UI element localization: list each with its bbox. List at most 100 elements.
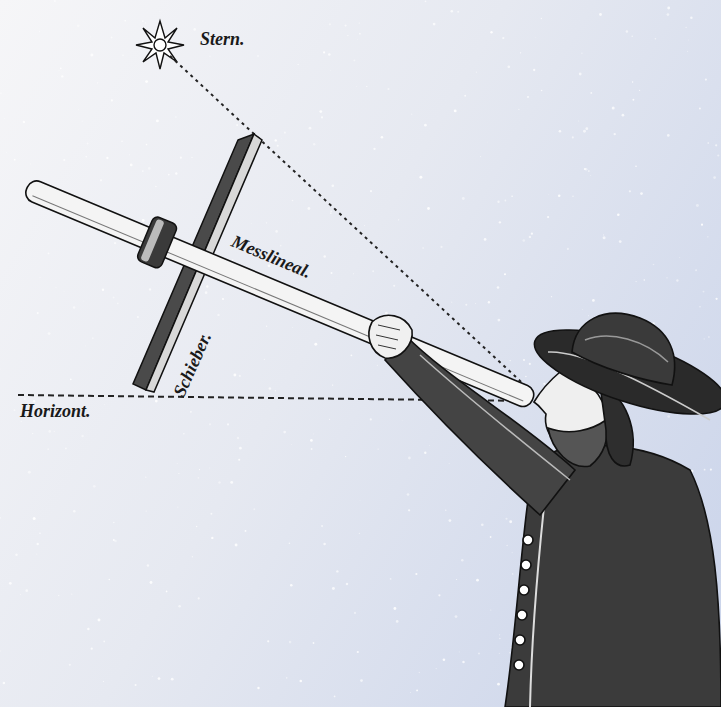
speckle (464, 95, 466, 97)
speckle (73, 510, 76, 513)
speckle (275, 390, 277, 392)
speckle (323, 543, 326, 546)
speckle (90, 36, 92, 38)
speckle (415, 573, 417, 575)
speckle (509, 360, 510, 361)
speckle (222, 298, 224, 300)
speckle (488, 301, 490, 303)
speckle (509, 520, 512, 523)
speckle (129, 154, 130, 155)
speckle (253, 508, 255, 510)
speckle (210, 513, 212, 515)
speckle (370, 190, 372, 192)
speckle (60, 215, 62, 217)
speckle (93, 485, 96, 488)
speckle (511, 552, 513, 554)
speckle (695, 269, 697, 271)
speckle (286, 677, 288, 679)
speckle (10, 395, 12, 397)
speckle (476, 72, 477, 73)
speckle (687, 39, 689, 41)
speckle (579, 73, 582, 76)
speckle (291, 443, 293, 445)
speckle (209, 423, 211, 425)
speckle (275, 139, 277, 141)
speckle (393, 285, 395, 287)
speckle (39, 277, 41, 279)
speckle (149, 288, 151, 290)
speckle (353, 273, 354, 274)
speckle (145, 80, 148, 83)
speckle (699, 108, 701, 110)
speckle (478, 653, 480, 655)
speckle (178, 605, 181, 608)
speckle (32, 433, 33, 434)
speckle (433, 23, 436, 26)
speckle (48, 430, 51, 433)
speckle (257, 55, 259, 57)
speckle (458, 651, 460, 653)
speckle (499, 634, 500, 635)
speckle (481, 523, 484, 526)
speckle (531, 233, 533, 235)
speckle (9, 582, 12, 585)
speckle (330, 211, 331, 212)
speckle (629, 190, 631, 192)
speckle (497, 683, 500, 686)
speckle (346, 583, 348, 585)
speckle (130, 164, 133, 167)
speckle (238, 459, 240, 461)
speckle (158, 677, 161, 680)
speckle (476, 579, 479, 582)
speckle (462, 661, 464, 663)
speckle (592, 299, 595, 302)
speckle (357, 651, 359, 653)
speckle (211, 537, 213, 539)
speckle (230, 481, 233, 484)
speckle (57, 76, 59, 78)
speckle (297, 221, 299, 223)
speckle (111, 37, 113, 39)
speckle (183, 433, 185, 435)
speckle (502, 37, 504, 39)
speckle (347, 35, 348, 36)
speckle (686, 27, 687, 28)
speckle (401, 419, 403, 421)
speckle (690, 17, 692, 19)
speckle (696, 204, 699, 207)
speckle (70, 378, 72, 380)
speckle (584, 168, 586, 170)
speckle (572, 136, 574, 138)
speckle (360, 679, 363, 682)
speckle (145, 510, 146, 511)
speckle (82, 121, 83, 122)
speckle (6, 152, 8, 154)
speckle (429, 444, 431, 446)
speckle (310, 439, 313, 442)
speckle (307, 207, 310, 210)
speckle (710, 469, 712, 471)
speckle (535, 36, 537, 38)
speckle (277, 145, 279, 147)
speckle (289, 641, 292, 644)
speckle (533, 69, 535, 71)
speckle (266, 222, 268, 224)
speckle (567, 248, 569, 250)
speckle (133, 374, 134, 375)
speckle (63, 159, 65, 161)
speckle (582, 309, 584, 311)
speckle (551, 296, 552, 297)
speckle (311, 448, 313, 450)
speckle (152, 676, 153, 677)
speckle (436, 668, 437, 669)
speckle (345, 25, 347, 27)
speckle (155, 400, 158, 403)
speckle (527, 96, 529, 98)
speckle (77, 24, 80, 27)
speckle (313, 143, 315, 145)
speckle (269, 387, 272, 390)
speckle (497, 286, 500, 289)
speckle (419, 672, 420, 673)
speckle (117, 303, 119, 305)
